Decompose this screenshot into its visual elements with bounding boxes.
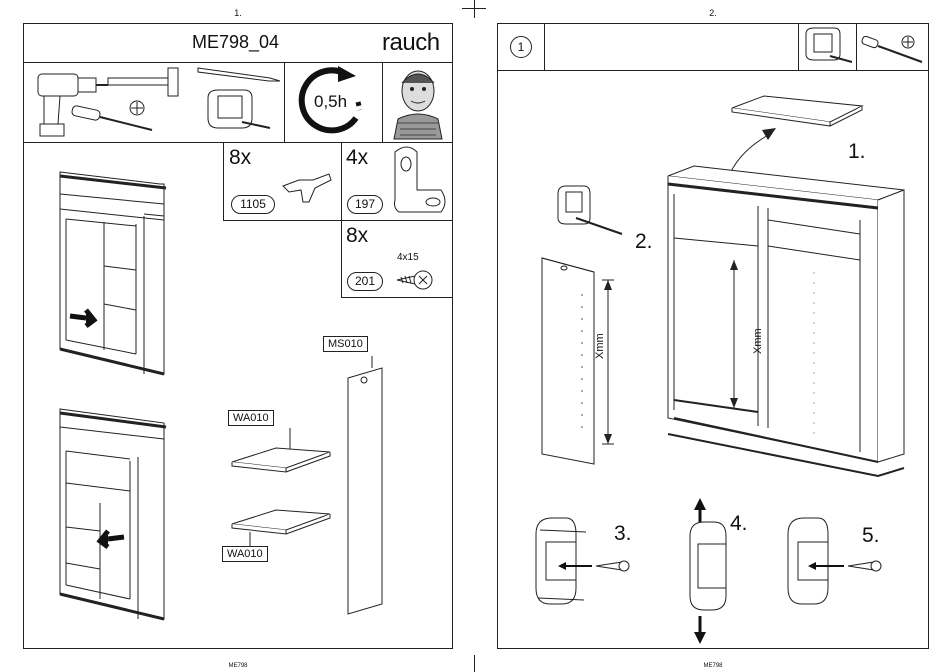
label-wa010-top: WA010 bbox=[228, 410, 274, 426]
screw-icon bbox=[393, 264, 443, 294]
page-frame: ME798_04 rauch bbox=[23, 23, 453, 649]
screwdriver-icon bbox=[860, 24, 930, 68]
page-footer: ME798 bbox=[693, 663, 733, 669]
tools-row: 0,5h bbox=[24, 62, 452, 143]
part-qty-1105: 8x bbox=[229, 146, 251, 170]
brand-logo: rauch bbox=[382, 29, 440, 57]
part-code-1105: 1105 bbox=[231, 195, 275, 214]
label-wa010-bottom: WA010 bbox=[222, 546, 268, 562]
page-number: 2. bbox=[693, 8, 733, 18]
step-number-badge: 1 bbox=[510, 36, 532, 58]
step-label-5: 5. bbox=[862, 524, 880, 548]
phillips-symbol-icon bbox=[127, 98, 147, 118]
step-label-1: 1. bbox=[848, 140, 866, 164]
page-number: 1. bbox=[218, 8, 258, 18]
part-code-201: 201 bbox=[347, 272, 383, 291]
part-qty-197: 4x bbox=[346, 146, 368, 170]
measure-label-wardrobe: Xmm bbox=[752, 328, 764, 354]
parts-table: 8x 1105 4x 197 8x 4x15 201 bbox=[223, 142, 452, 298]
wardrobe-sketch-bottom bbox=[60, 399, 180, 619]
wardrobe-sketch-top bbox=[60, 154, 180, 374]
left-page: 1. ME798_04 rauch bbox=[0, 0, 475, 672]
pencil-icon bbox=[196, 64, 286, 84]
angle-bracket-icon bbox=[389, 146, 449, 216]
screw-size: 4x15 bbox=[397, 252, 419, 263]
assembler-avatar bbox=[388, 65, 448, 139]
hanger-bracket-icon bbox=[800, 26, 856, 70]
measure-label-panel: Xmm bbox=[594, 333, 606, 359]
page-frame: 1 1. bbox=[497, 23, 929, 649]
header-row: ME798_04 rauch bbox=[24, 24, 452, 63]
time-estimate: 0,5h bbox=[314, 92, 347, 112]
part-code-197: 197 bbox=[347, 195, 383, 214]
page-footer: ME798 bbox=[218, 663, 258, 669]
side-panel-ms010 bbox=[344, 354, 404, 614]
wardrobe-carcass bbox=[664, 164, 914, 484]
right-page: 2. 1 1. bbox=[475, 0, 950, 672]
step-label-4: 4. bbox=[730, 512, 748, 536]
step-label-2: 2. bbox=[635, 230, 653, 254]
shelf-board-top bbox=[230, 426, 340, 496]
step-label-3: 3. bbox=[614, 522, 632, 546]
hanger-bracket-icon bbox=[204, 88, 284, 138]
part-qty-201: 8x bbox=[346, 224, 368, 248]
rail-bracket-sketch bbox=[554, 182, 634, 242]
shelf-support-icon bbox=[279, 172, 339, 212]
side-panel-measure bbox=[538, 254, 648, 474]
label-ms010: MS010 bbox=[323, 336, 368, 352]
model-number: ME798_04 bbox=[192, 32, 279, 53]
header-row: 1 bbox=[498, 24, 928, 71]
